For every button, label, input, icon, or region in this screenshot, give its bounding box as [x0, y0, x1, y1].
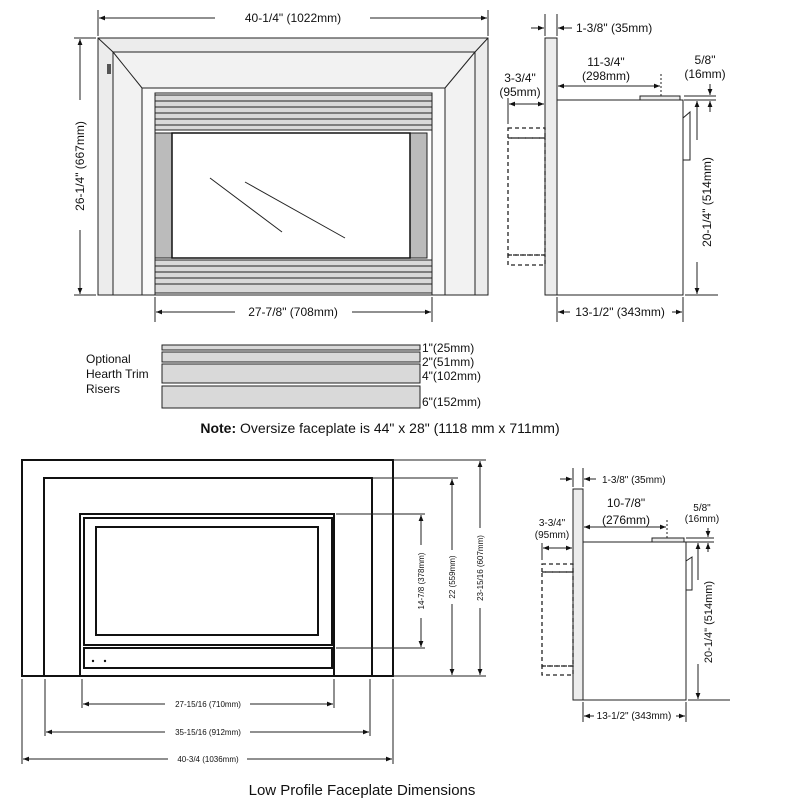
side-height-label: 20-1/4" (514mm): [700, 157, 714, 247]
firebox-opening: [79, 513, 335, 677]
top-in-label: 5/8": [695, 53, 716, 67]
faceplate-depth-label: 1-3/8" (35mm): [576, 21, 652, 35]
opening-height-label: 14-7/8 (378mm): [417, 552, 426, 609]
overall-height-label: 26-1/4" (667mm): [73, 121, 87, 211]
glass-panel: [95, 526, 319, 636]
riser-4in: [161, 363, 421, 384]
depth-mm-label: (276mm): [602, 513, 650, 527]
riser-label: 1"(25mm): [422, 341, 474, 355]
bottom-louver: [154, 259, 433, 294]
depth-mm-label: (298mm): [582, 69, 630, 83]
top-mm-label: (16mm): [685, 514, 719, 525]
glass-reflection-line: [209, 177, 283, 233]
faceplate-side: [572, 488, 584, 701]
standoff-outline: [541, 571, 574, 667]
side-handle: [685, 556, 693, 591]
riser-label: 6"(152mm): [422, 395, 481, 409]
outer-width-label: 40-3/4 (1036mm): [177, 755, 239, 764]
caption: Low Profile Faceplate Dimensions: [249, 782, 476, 799]
door-frame: [83, 517, 333, 646]
low-profile-faceplate: [21, 459, 394, 677]
top-vent: [639, 95, 681, 101]
riser-6in: [161, 385, 421, 409]
total-depth-label: 13-1/2" (343mm): [575, 305, 665, 319]
inner-height-label: 22 (559mm): [448, 555, 457, 598]
top-in-label: 5/8": [693, 503, 711, 514]
total-depth-label: 13-1/2" (343mm): [597, 711, 672, 722]
left-side-panel: [154, 132, 173, 259]
faceplate-depth-label: 1-3/8" (35mm): [602, 475, 666, 486]
standoff-in-label: 3-3/4": [539, 518, 566, 529]
risers-title-line: Optional: [86, 352, 131, 366]
faceplate-inner-frame: [43, 477, 373, 677]
top-mm-label: (16mm): [684, 67, 725, 81]
riser-1in: [161, 344, 421, 351]
note-prefix: Note:: [200, 420, 236, 436]
control-button-icon: [103, 659, 107, 663]
standoff-in-label: 3-3/4": [504, 71, 536, 85]
bottom-side-view: 1-3/8" (35mm) 10-7/8" (276mm) 3-3/4" (95…: [535, 468, 730, 722]
top-vent: [651, 537, 685, 543]
side-handle: [682, 110, 691, 161]
top-louver: [154, 94, 433, 131]
depth-in-label: 11-3/4": [587, 55, 624, 69]
opening-width-label: 27-15/16 (710mm): [175, 700, 241, 709]
insert-body: [582, 541, 687, 701]
top-front-view: 40-1/4" (1022mm) 26-1/4" (667mm) 27-7/8"…: [73, 10, 489, 322]
glass-reflection-line: [244, 181, 346, 239]
riser-label: 2"(51mm): [422, 355, 474, 369]
side-height-label: 20-1/4" (514mm): [703, 581, 715, 663]
right-side-panel: [409, 132, 428, 259]
oversize-note: Note: Oversize faceplate is 44" x 28" (1…: [200, 420, 559, 436]
riser-label: 4"(102mm): [422, 369, 481, 383]
risers-title-line: Hearth Trim: [86, 367, 149, 381]
standoff-outline: [507, 137, 546, 256]
faceplate-side: [544, 37, 558, 296]
bottom-front-view: 14-7/8 (378mm) 22 (559mm) 23-15/16 (607m…: [21, 459, 486, 764]
standoff-mm-label: (95mm): [499, 85, 540, 99]
glass-panel: [171, 132, 411, 259]
control-button-icon: [91, 659, 95, 663]
switch-icon: [107, 64, 111, 74]
hearth-trim-risers: Optional Hearth Trim Risers 1"(25mm) 2"(…: [86, 341, 481, 409]
depth-in-label: 10-7/8": [607, 496, 645, 510]
note-text: Oversize faceplate is 44" x 28" (1118 mm…: [236, 420, 560, 436]
inner-width-label: 35-15/16 (912mm): [175, 728, 241, 737]
risers-title-line: Risers: [86, 382, 120, 396]
opening-width-label: 27-7/8" (708mm): [248, 305, 338, 319]
insert-body: [556, 99, 684, 296]
top-side-view: 1-3/8" (35mm) 11-3/4" (298mm) 3-3/4" (95…: [499, 14, 726, 322]
standoff-mm-label: (95mm): [535, 530, 569, 541]
control-panel: [83, 647, 333, 669]
outer-height-label: 23-15/16 (607mm): [476, 535, 485, 601]
riser-2in: [161, 351, 421, 363]
overall-width-label: 40-1/4" (1022mm): [245, 11, 341, 25]
